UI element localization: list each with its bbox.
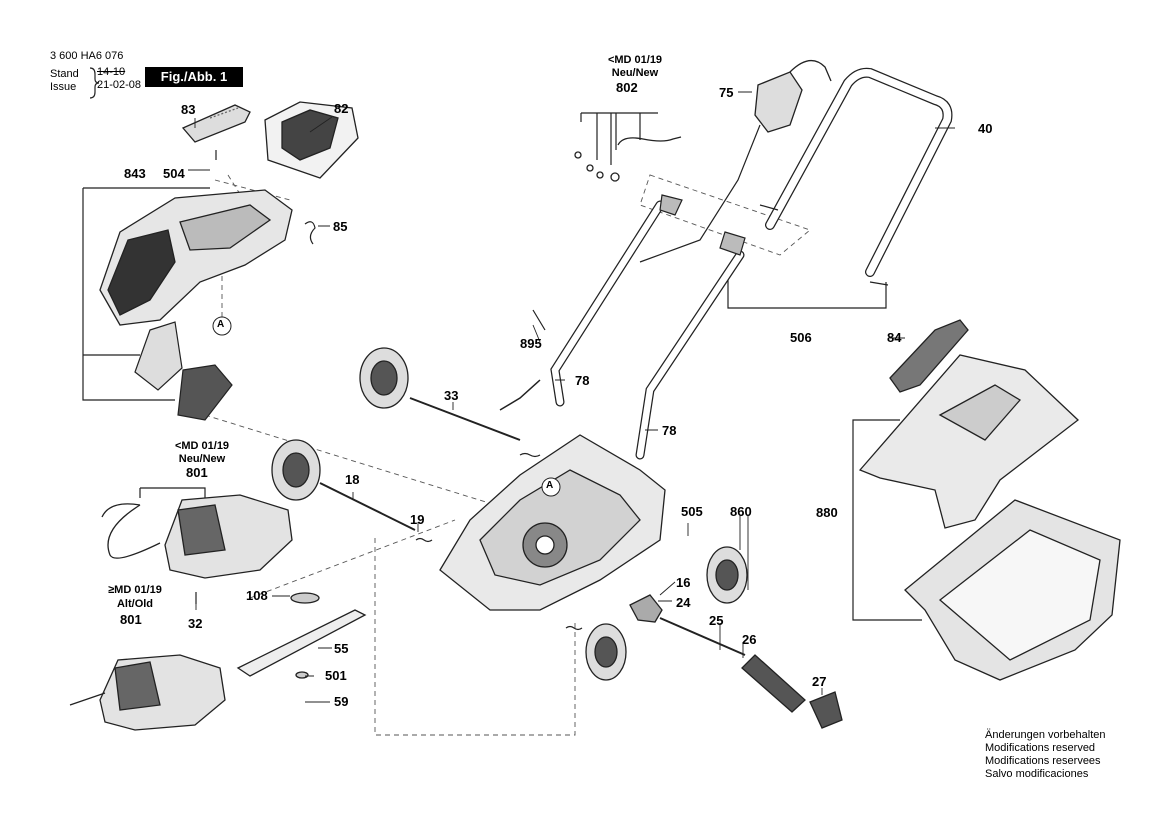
part-number-26: 26 — [742, 632, 757, 647]
motor-801-new-drawing — [101, 494, 293, 579]
reference-marker-a-housing: A — [217, 319, 225, 330]
part-number-801-new: 801 — [186, 465, 208, 480]
handle-new-sub-note: Neu/New — [611, 67, 659, 79]
footer-note-en: Modifications reserved — [985, 742, 1096, 754]
handle-group-bracket — [727, 272, 887, 309]
part-number-25: 25 — [709, 613, 724, 628]
part-number-505: 505 — [681, 504, 703, 519]
part-number-75: 75 — [719, 85, 734, 100]
handle-83-drawing — [181, 104, 251, 143]
part-number-506: 506 — [790, 330, 812, 345]
axles-drawing — [319, 397, 746, 656]
blade-55-drawing — [236, 592, 367, 679]
reference-marker-a-deck: A — [546, 480, 554, 491]
fasteners-drawing — [195, 150, 889, 631]
housing-group-bracket — [82, 187, 210, 401]
part-number-501: 501 — [325, 668, 347, 683]
part-number-78-lower: 78 — [662, 423, 677, 438]
part-number-85: 85 — [333, 219, 348, 234]
mower-deck-drawing — [439, 434, 666, 611]
stand-label: Stand — [50, 68, 79, 80]
handle-40-drawing — [639, 60, 953, 277]
motor-new-md-note: <MD 01/19 — [174, 440, 230, 452]
part-number-55: 55 — [334, 641, 349, 656]
part-number-33: 33 — [444, 388, 459, 403]
issue-label: Issue — [50, 81, 77, 93]
part-number-40: 40 — [978, 121, 993, 136]
part-number-802: 802 — [616, 80, 638, 95]
part-number-860: 860 — [730, 504, 752, 519]
header-brace — [89, 67, 100, 99]
part-number-32: 32 — [188, 616, 203, 631]
part-number-83: 83 — [181, 102, 196, 117]
cable-bracket — [580, 112, 658, 165]
motor-old-sub-note: Alt/Old — [116, 598, 154, 610]
callout-lines — [188, 91, 955, 703]
lever-24-drawing — [629, 594, 663, 623]
part-number-801-old: 801 — [120, 612, 142, 627]
handle-new-md-note: <MD 01/19 — [607, 54, 663, 66]
stand-date: 14-10 — [97, 66, 126, 78]
figure-label: Fig./Abb. 1 — [145, 67, 243, 87]
part-number-108: 108 — [246, 588, 268, 603]
part-number-82: 82 — [334, 101, 349, 116]
part-number-24: 24 — [676, 595, 691, 610]
grille-parts-drawing — [134, 321, 233, 421]
part-number-27: 27 — [812, 674, 827, 689]
part-number-880: 880 — [816, 505, 838, 520]
motor-801-old-drawing — [69, 654, 226, 731]
part-number-16: 16 — [676, 575, 691, 590]
part-number-18: 18 — [345, 472, 360, 487]
grassbox-880-drawing — [858, 319, 1121, 681]
issue-date: 21-02-08 — [97, 79, 142, 91]
part-number-84: 84 — [887, 330, 902, 345]
footer-note-es: Salvo modificaciones — [985, 768, 1089, 780]
part-number-59: 59 — [334, 694, 349, 709]
handle-78-drawing — [499, 194, 746, 460]
part-number-843: 843 — [124, 166, 146, 181]
wheels-drawing — [271, 347, 748, 681]
part-number-895: 895 — [520, 336, 542, 351]
guide-blade — [374, 538, 576, 736]
roller-26-drawing — [741, 654, 843, 729]
motor-bracket — [139, 487, 206, 498]
a-marker-circles — [212, 316, 561, 497]
guide-motor — [249, 519, 456, 599]
footer-note-fr: Modifications reservees — [985, 755, 1101, 767]
footer-note-de: Änderungen vorbehalten — [985, 729, 1106, 741]
part-number-78-upper: 78 — [575, 373, 590, 388]
grassbox-group-bracket — [852, 419, 922, 621]
part-number-19: 19 — [410, 512, 425, 527]
document-number: 3 600 HA6 076 — [50, 50, 124, 62]
cable-802-drawing — [574, 136, 682, 182]
motor-old-md-note: ≥MD 01/19 — [108, 584, 162, 596]
motor-new-sub-note: Neu/New — [178, 453, 226, 465]
housing-843-drawing — [99, 189, 293, 326]
guide-handle-box — [639, 174, 811, 256]
part-number-504: 504 — [163, 166, 185, 181]
